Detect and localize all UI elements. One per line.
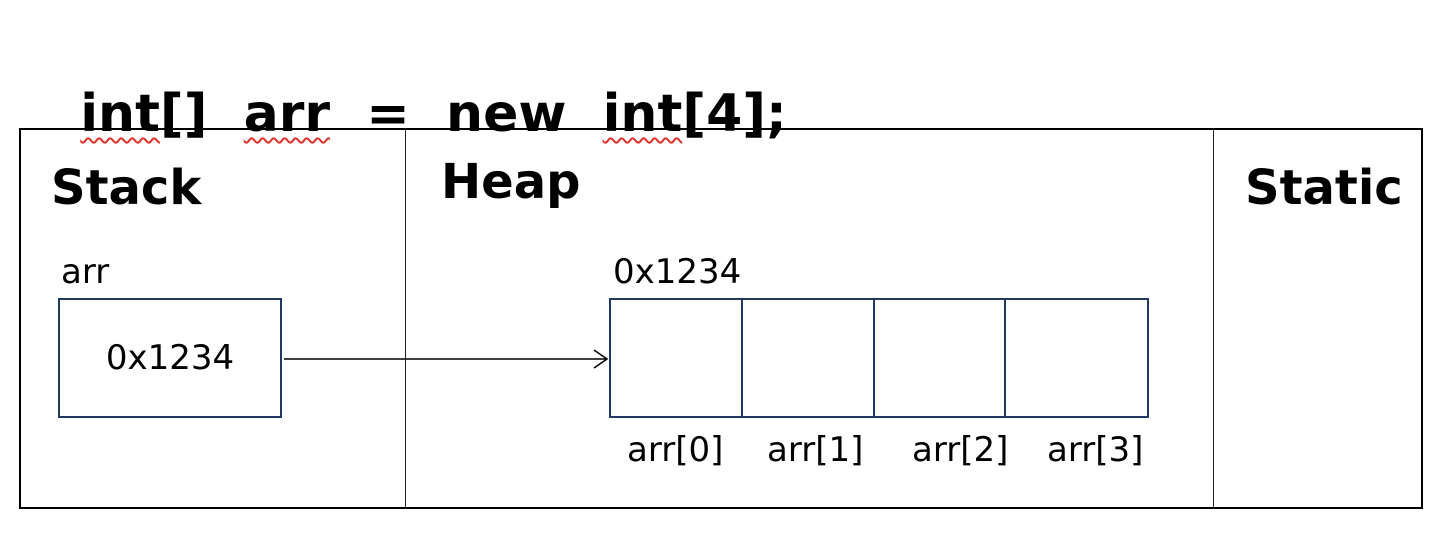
code-statement: int[] arr = new int[4]; — [44, 18, 787, 146]
heap-array-address: 0x1234 — [613, 252, 742, 292]
stack-var-label: arr — [61, 252, 110, 292]
array-index-label-2: arr[2] — [912, 430, 1009, 470]
stack-var-value: 0x1234 — [105, 338, 235, 378]
code-token-assign-new: = new — [330, 84, 603, 144]
stack-heap-divider — [405, 130, 406, 507]
heap-static-divider — [1213, 130, 1214, 507]
heap-array-box — [609, 298, 1149, 418]
array-index-label-0: arr[0] — [627, 430, 724, 470]
code-token-int-type: int — [80, 84, 160, 144]
stack-var-box: 0x1234 — [58, 298, 282, 418]
static-title: Static — [1245, 160, 1403, 216]
stack-title: Stack — [51, 160, 202, 216]
code-token-arr: arr — [243, 84, 331, 144]
memory-frame: Stack Heap Static arr 0x1234 0x1234 arr[… — [19, 128, 1423, 509]
heap-title: Heap — [441, 154, 581, 210]
array-index-label-3: arr[3] — [1047, 430, 1144, 470]
array-cell-1 — [741, 300, 873, 416]
array-cell-2 — [873, 300, 1004, 416]
code-token-int-ctor: int — [602, 84, 683, 144]
reference-arrow — [284, 349, 609, 369]
array-index-label-1: arr[1] — [767, 430, 864, 470]
reference-arrow-head — [593, 349, 609, 369]
array-cell-3 — [1004, 300, 1147, 416]
code-token-size: [4]; — [682, 84, 787, 144]
code-token-brackets: [] — [159, 84, 244, 144]
